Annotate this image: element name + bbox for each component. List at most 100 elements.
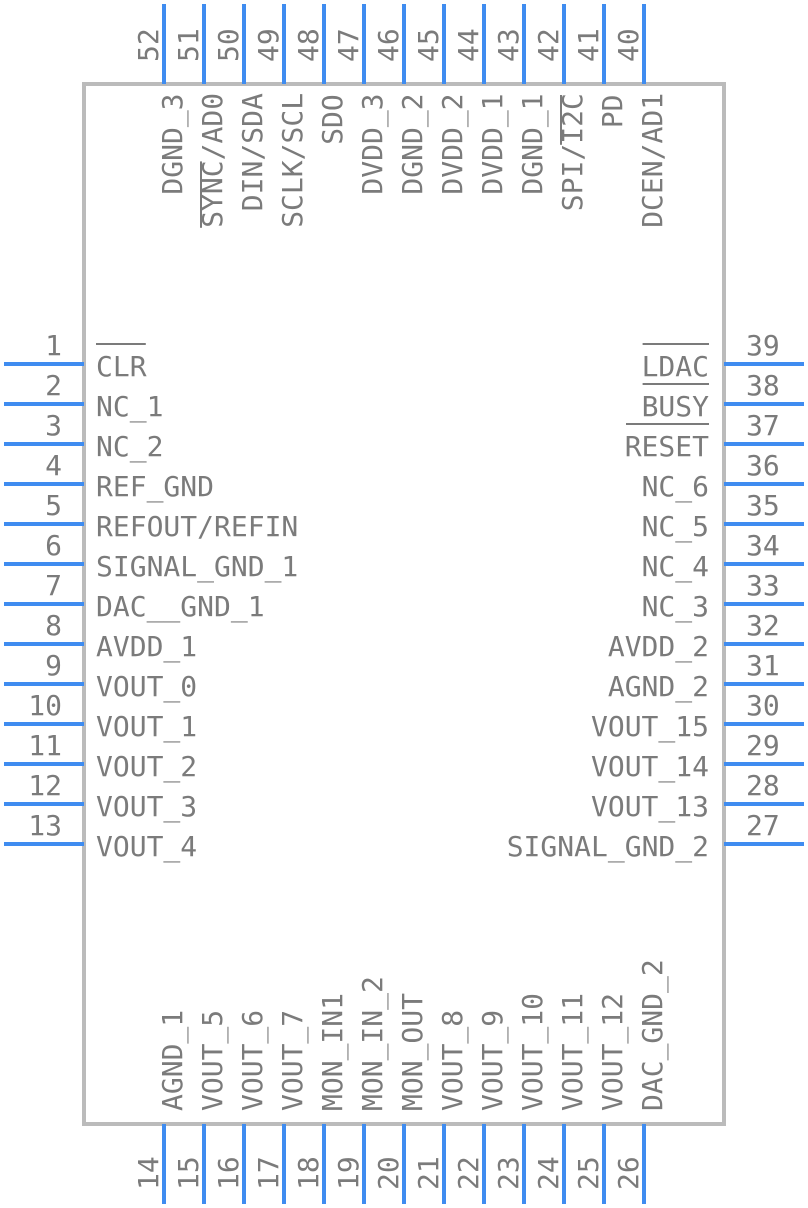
pin-label-group-vout-9: VOUT_9 — [476, 1010, 510, 1111]
pin-number-group-47: 47 — [332, 28, 365, 62]
pin-label-group-sync-ad0: SYNC/AD0 — [196, 93, 229, 228]
pin-number-4: 4 — [45, 449, 62, 482]
pin-label-pd: PD — [596, 94, 629, 128]
pin-label-nc-3: NC_3 — [642, 590, 709, 624]
pin-number-group-17: 17 — [252, 1156, 285, 1190]
pin-number-group-51: 51 — [172, 28, 205, 62]
pin-number-28: 28 — [746, 769, 780, 802]
pin-number-group-26: 26 — [612, 1156, 645, 1190]
pin-number-1: 1 — [45, 329, 62, 362]
pin-number-15: 15 — [172, 1156, 205, 1190]
pin-label-vout-0: VOUT_0 — [96, 670, 197, 704]
pin-number-19: 19 — [332, 1156, 365, 1190]
pin-number-9: 9 — [45, 649, 62, 682]
pin-number-34: 34 — [746, 529, 780, 562]
pin-number-3: 3 — [45, 409, 62, 442]
pin-number-24: 24 — [532, 1156, 565, 1190]
pin-label-avdd-1: AVDD_1 — [96, 630, 197, 664]
pin-number-6: 6 — [45, 529, 62, 562]
pin-number-group-16: 16 — [212, 1156, 245, 1190]
pin-number-8: 8 — [45, 609, 62, 642]
pin-label-group-vout-10: VOUT_10 — [516, 993, 550, 1111]
pin-number-20: 20 — [372, 1156, 405, 1190]
pin-number-30: 30 — [746, 689, 780, 722]
pin-number-group-40: 40 — [612, 28, 645, 62]
pin-number-51: 51 — [172, 28, 205, 62]
pin-number-47: 47 — [332, 28, 365, 62]
pin-number-group-14: 14 — [132, 1156, 165, 1190]
pin-label-clr: CLR — [96, 350, 147, 383]
pin-label-avdd-2: AVDD_2 — [608, 630, 709, 664]
pin-label-sdo: SDO — [316, 94, 349, 145]
pin-label-group-dgnd-3: DGND_3 — [156, 93, 190, 194]
pin-number-36: 36 — [746, 449, 780, 482]
pin-label-mon-in1: MON_IN1 — [316, 993, 350, 1111]
pin-label-agnd-2: AGND_2 — [608, 670, 709, 704]
pin-number-27: 27 — [746, 809, 780, 842]
pin-label-vout-10: VOUT_10 — [516, 993, 550, 1111]
pin-number-18: 18 — [292, 1156, 325, 1190]
pin-label-dvdd-1: DVDD_1 — [476, 93, 510, 194]
pin-number-group-15: 15 — [172, 1156, 205, 1190]
pin-number-14: 14 — [132, 1156, 165, 1190]
pin-number-37: 37 — [746, 409, 780, 442]
pin-number-12: 12 — [28, 769, 62, 802]
pin-number-2: 2 — [45, 369, 62, 402]
pin-number-group-19: 19 — [332, 1156, 365, 1190]
pin-number-group-18: 18 — [292, 1156, 325, 1190]
pin-number-16: 16 — [212, 1156, 245, 1190]
pin-number-40: 40 — [612, 28, 645, 62]
pin-label-vout-8: VOUT_8 — [436, 1010, 470, 1111]
pin-number-group-21: 21 — [412, 1156, 445, 1190]
pin-label-group-spi-i2c: SPI/I2C — [556, 93, 589, 211]
pin-label-vout-7: VOUT_7 — [276, 1010, 310, 1111]
pin-label-group-mon-out: MON_OUT — [396, 993, 430, 1111]
pin-label-vout-9: VOUT_9 — [476, 1010, 510, 1111]
pin-label-vout-13: VOUT_13 — [591, 790, 709, 824]
pin-label-reset: RESET — [625, 430, 709, 463]
pin-label-dgnd-3: DGND_3 — [156, 93, 190, 194]
pin-number-43: 43 — [492, 28, 525, 62]
pin-label-nc-5: NC_5 — [642, 510, 709, 544]
pin-label-dac-gnd-2: DAC_GND_2 — [636, 959, 670, 1111]
pin-number-group-49: 49 — [252, 28, 285, 62]
pin-label-sclk-scl: SCLK/SCL — [276, 93, 309, 228]
pin-number-26: 26 — [612, 1156, 645, 1190]
pin-label-signal-gnd-1: SIGNAL_GND_1 — [96, 550, 298, 584]
pin-label-group-sclk-scl: SCLK/SCL — [276, 93, 309, 228]
pin-number-group-50: 50 — [212, 28, 245, 62]
pin-label-group-dgnd-1: DGND_1 — [516, 93, 550, 194]
pin-label-signal-gnd-2: SIGNAL_GND_2 — [507, 830, 709, 864]
pin-label-group-mon-in-2: MON_IN_2 — [356, 976, 390, 1111]
pin-label-group-agnd-1: AGND_1 — [156, 1010, 190, 1111]
pin-number-32: 32 — [746, 609, 780, 642]
pin-label-group-vout-12: VOUT_12 — [596, 993, 630, 1111]
pin-label-dgnd-2: DGND_2 — [396, 93, 430, 194]
pin-label-vout-11: VOUT_11 — [556, 993, 590, 1111]
pin-number-11: 11 — [28, 729, 62, 762]
pin-label-group-dvdd-3: DVDD_3 — [356, 93, 390, 194]
pin-label-group-mon-in1: MON_IN1 — [316, 993, 350, 1111]
pin-number-39: 39 — [746, 329, 780, 362]
pin-label-group-dgnd-2: DGND_2 — [396, 93, 430, 194]
pin-label-group-vout-11: VOUT_11 — [556, 993, 590, 1111]
pin-number-7: 7 — [45, 569, 62, 602]
pin-label-dvdd-2: DVDD_2 — [436, 93, 470, 194]
pin-number-35: 35 — [746, 489, 780, 522]
pin-label-refout-refin: REFOUT/REFIN — [96, 510, 298, 543]
pin-label-group-vout-6: VOUT_6 — [236, 1010, 270, 1111]
pin-label-dvdd-3: DVDD_3 — [356, 93, 390, 194]
pin-number-38: 38 — [746, 369, 780, 402]
pin-number-52: 52 — [132, 28, 165, 62]
pin-label-vout-12: VOUT_12 — [596, 993, 630, 1111]
pin-label-mon-in-2: MON_IN_2 — [356, 976, 390, 1111]
pin-number-46: 46 — [372, 28, 405, 62]
pin-number-23: 23 — [492, 1156, 525, 1190]
pin-number-group-41: 41 — [572, 28, 605, 62]
pin-number-group-25: 25 — [572, 1156, 605, 1190]
pin-label-group-sdo: SDO — [316, 94, 349, 145]
pin-number-group-24: 24 — [532, 1156, 565, 1190]
pin-label-nc-1: NC_1 — [96, 390, 163, 424]
pin-label-vout-15: VOUT_15 — [591, 710, 709, 744]
pin-number-group-20: 20 — [372, 1156, 405, 1190]
